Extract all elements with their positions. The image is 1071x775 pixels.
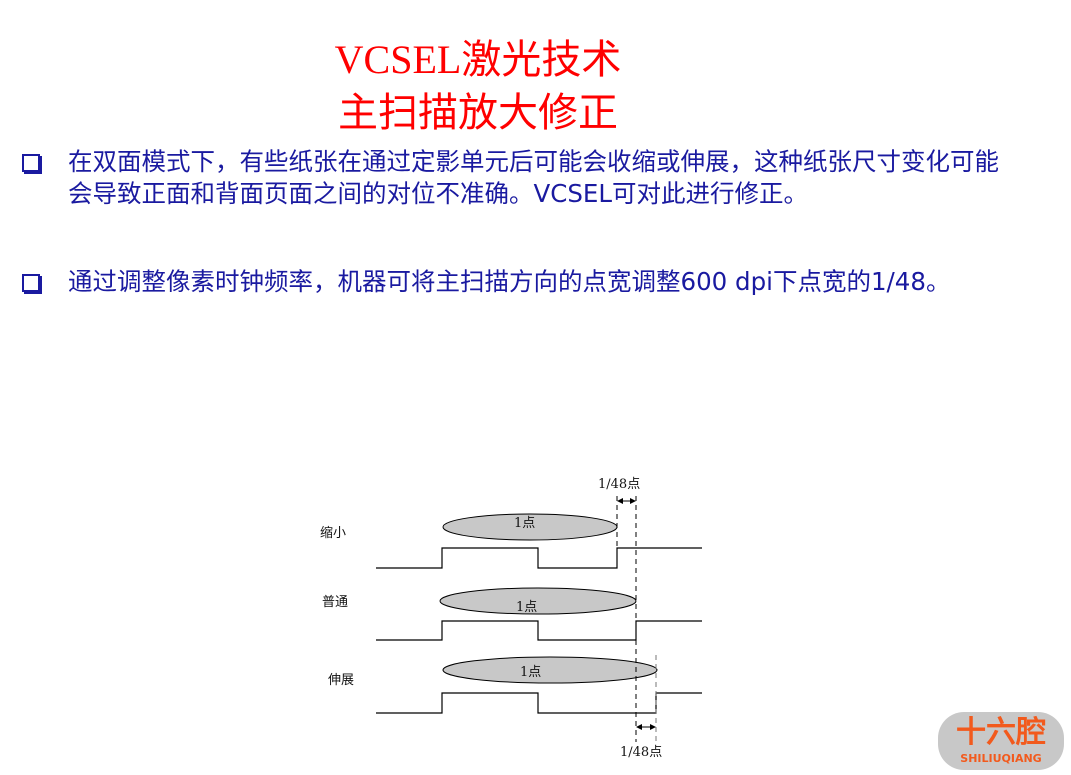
row-label-shrink: 缩小 — [320, 525, 346, 541]
dot-label: 1点 — [516, 600, 537, 615]
dot-label: 1点 — [514, 516, 535, 531]
row-label-normal: 普通 — [322, 595, 348, 610]
logo-text-en: SHILIUQIANG — [960, 752, 1042, 765]
bullet-item: 在双面模式下，有些纸张在通过定影单元后可能会收缩或伸展，这种纸张尺寸变化可能会导… — [22, 146, 1002, 210]
checkbox-bullet-icon — [22, 154, 40, 172]
dot-ellipse-stretch — [442, 656, 658, 684]
logo-text-cn: 十六腔 — [956, 715, 1046, 750]
dot-label: 1点 — [520, 665, 541, 680]
watermark-logo: 十六腔 SHILIUQIANG — [938, 712, 1064, 770]
slide-title: VCSEL激光技术 — [334, 37, 622, 82]
bullet-text: 在双面模式下，有些纸张在通过定影单元后可能会收缩或伸展，这种纸张尺寸变化可能会导… — [68, 147, 999, 208]
bullet-text: 通过调整像素时钟频率，机器可将主扫描方向的点宽调整600 dpi下点宽的1/48… — [68, 267, 951, 296]
dot-ellipse-normal — [439, 587, 637, 615]
checkbox-bullet-icon — [22, 274, 40, 292]
pulse-waveform-shrink — [376, 547, 702, 569]
row-label-stretch: 伸展 — [328, 673, 354, 688]
slide-subtitle: 主扫描放大修正 — [338, 90, 618, 135]
pulse-waveform-normal — [376, 620, 702, 641]
annotation-top: 1/48点 — [598, 477, 640, 492]
pulse-waveform-stretch — [376, 692, 702, 714]
annotation-bottom: 1/48点 — [620, 745, 662, 760]
bullet-item: 通过调整像素时钟频率，机器可将主扫描方向的点宽调整600 dpi下点宽的1/48… — [22, 266, 1002, 298]
